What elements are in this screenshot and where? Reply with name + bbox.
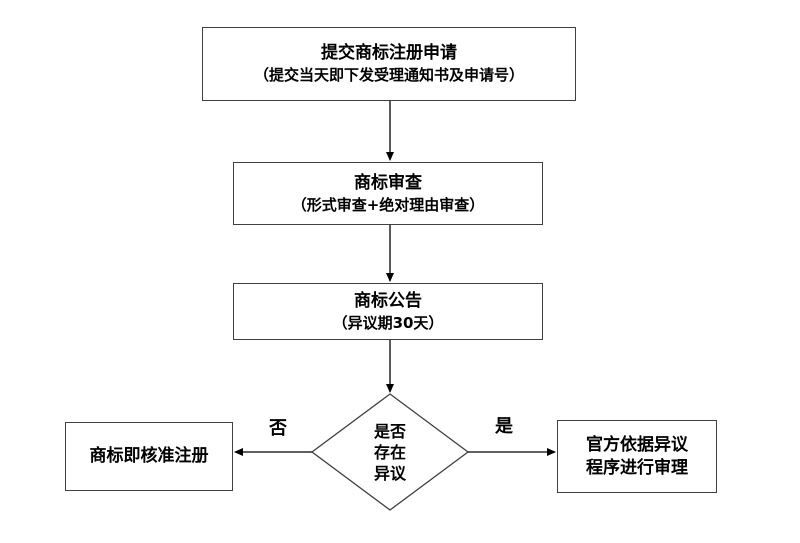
node-opposition-procedure-line2: 程序进行审理	[586, 457, 688, 478]
node-trademark-publication-title: 商标公告	[354, 290, 422, 311]
node-submit-application-title: 提交商标注册申请	[321, 43, 457, 63]
node-decision-opposition: 是否 存在 异议	[312, 409, 468, 495]
node-trademark-review: 商标审查 （形式审查+绝对理由审查）	[233, 162, 543, 225]
node-submit-application: 提交商标注册申请 （提交当天即下发受理通知书及申请号）	[202, 27, 576, 101]
node-decision-line1: 是否	[373, 421, 406, 441]
node-decision-line2: 存在	[373, 442, 406, 462]
node-trademark-review-title: 商标审查	[354, 172, 422, 193]
node-decision-line3: 异议	[373, 463, 406, 483]
node-trademark-review-subtitle: （形式审查+绝对理由审查）	[291, 195, 485, 214]
node-approved-registration-title: 商标即核准注册	[89, 446, 209, 466]
node-submit-application-subtitle: （提交当天即下发受理通知书及申请号）	[253, 66, 524, 84]
node-trademark-publication-subtitle: （异议期30天）	[332, 313, 444, 332]
node-trademark-publication: 商标公告 （异议期30天）	[233, 283, 543, 340]
edge-label-yes: 是	[495, 416, 513, 437]
node-opposition-procedure-line1: 官方依据异议	[586, 434, 688, 455]
node-opposition-procedure: 官方依据异议 程序进行审理	[557, 420, 717, 493]
edge-label-no: 否	[269, 418, 287, 439]
node-approved-registration: 商标即核准注册	[65, 422, 233, 491]
decision-diamond-shape	[310, 393, 470, 511]
